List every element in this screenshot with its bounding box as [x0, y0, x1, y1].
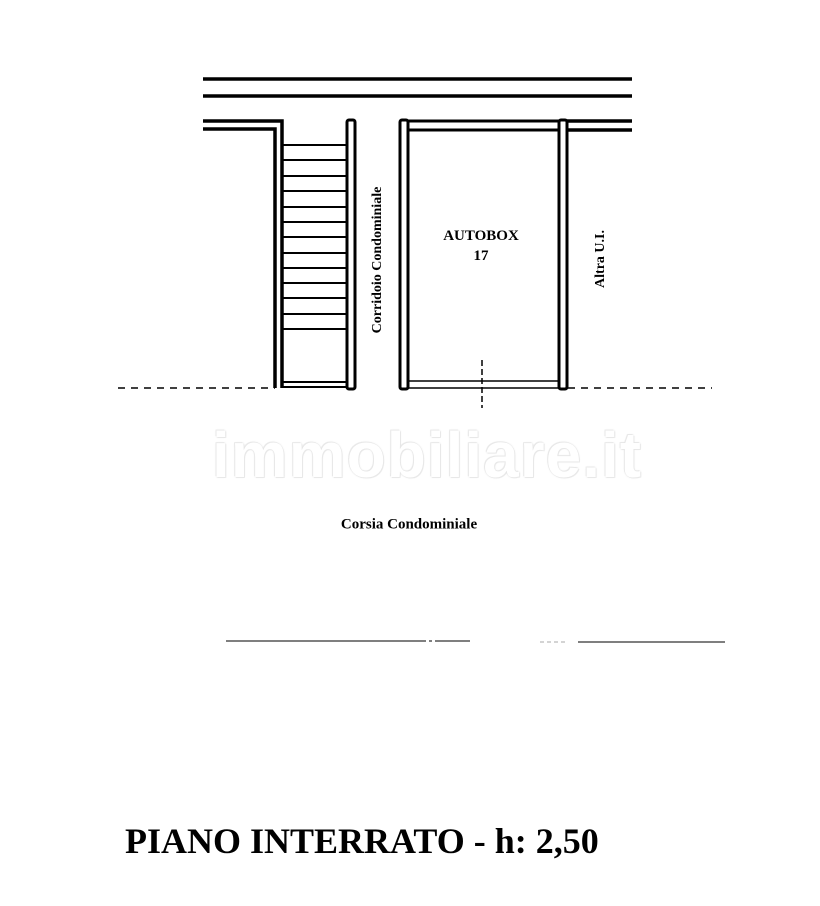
top-wall [203, 77, 632, 98]
room-number: 17 [473, 248, 489, 264]
floor-title: PIANO INTERRATO - h: 2,50 [125, 821, 599, 861]
lower-reference-lines [226, 640, 725, 643]
autobox-right-wall [557, 118, 569, 391]
label-other-unit: Altra U.I. [593, 230, 608, 288]
room-label-autobox: AUTOBOX 17 [418, 226, 544, 266]
right-upper-wall [567, 119, 632, 132]
label-driveway: Corsia Condominiale [340, 516, 478, 533]
autobox-left-wall [398, 118, 410, 391]
autobox-door-opening [408, 380, 559, 389]
left-wall [203, 119, 284, 388]
autobox-top-wall [408, 119, 559, 132]
staircase [282, 144, 349, 388]
stair-right-wall [345, 118, 357, 391]
watermark-logo: immobiliare.it [212, 419, 643, 491]
label-corridor: Corridoio Condominiale [370, 186, 385, 334]
room-name: AUTOBOX [443, 228, 519, 244]
